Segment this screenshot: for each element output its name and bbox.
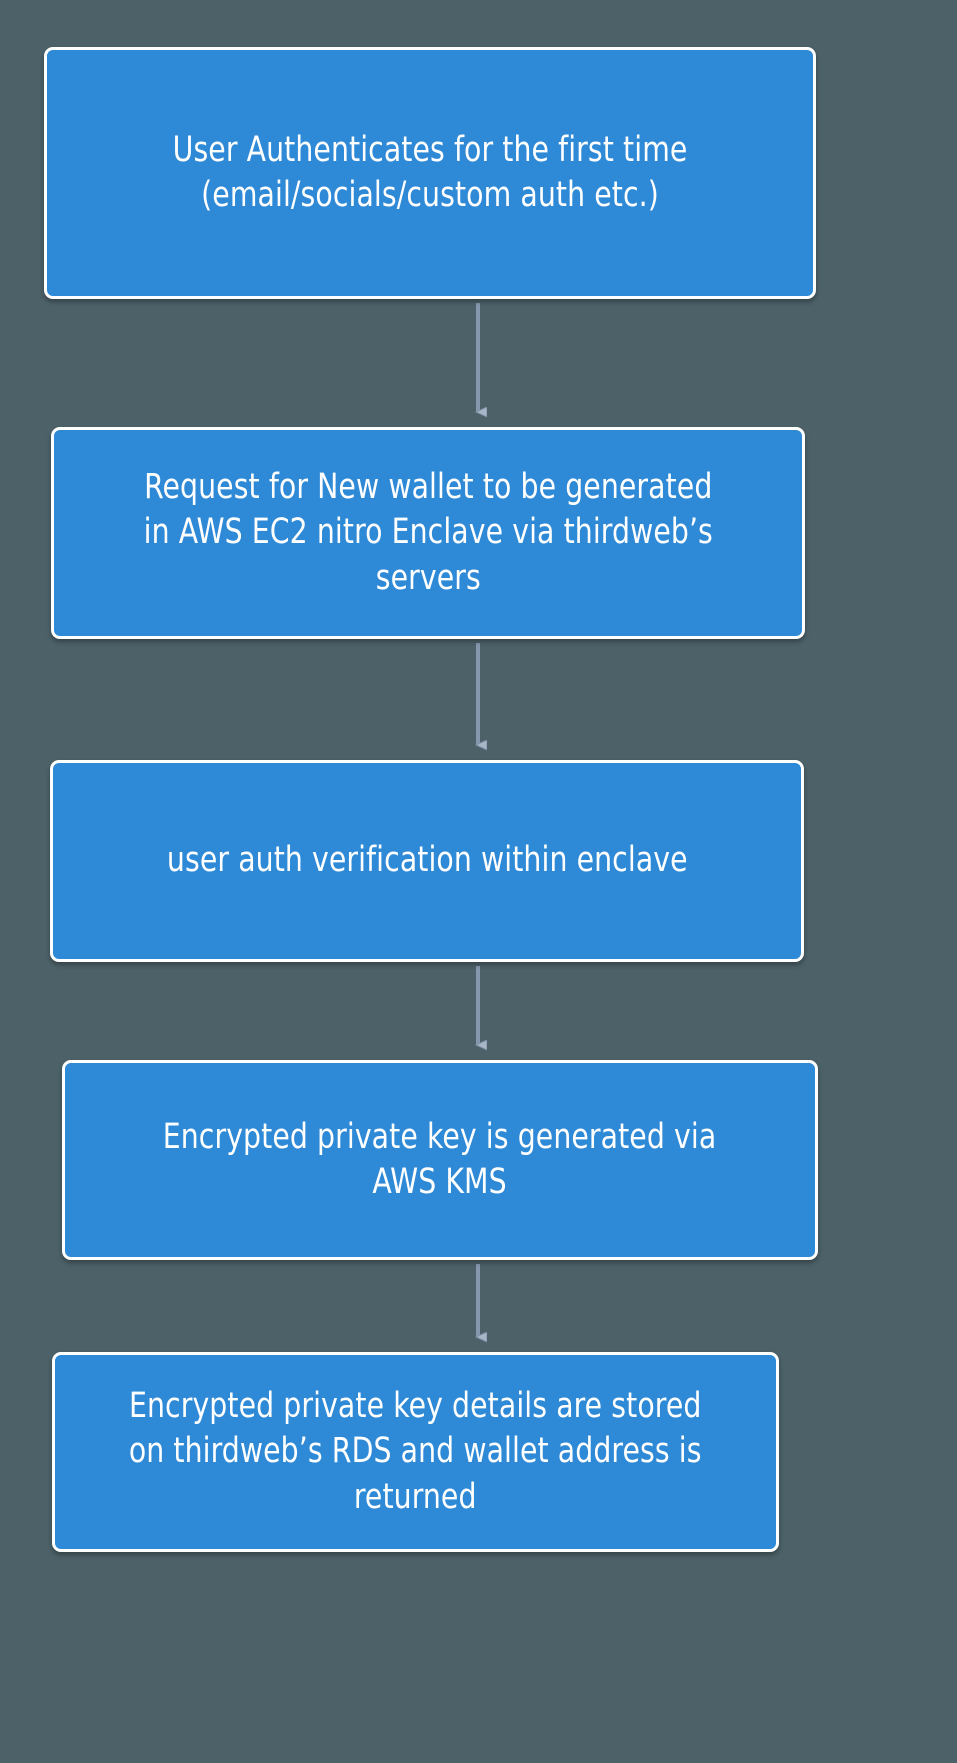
node-label: Request for New wallet to be generated i… — [143, 466, 713, 598]
node-label: user auth verification within enclave — [166, 840, 688, 881]
node-label: Encrypted private key details are stored… — [129, 1385, 702, 1517]
node-label: User Authenticates for the first time (e… — [172, 129, 688, 216]
node-auth-verification-in-enclave[interactable]: user auth verification within enclave — [50, 760, 804, 962]
node-encrypted-key-generated[interactable]: Encrypted private key is generated via A… — [62, 1060, 818, 1260]
node-request-new-wallet[interactable]: Request for New wallet to be generated i… — [51, 427, 805, 639]
node-label: Encrypted private key is generated via A… — [163, 1116, 717, 1203]
node-key-stored-address-returned[interactable]: Encrypted private key details are stored… — [52, 1352, 779, 1552]
node-user-authenticates[interactable]: User Authenticates for the first time (e… — [44, 47, 816, 299]
